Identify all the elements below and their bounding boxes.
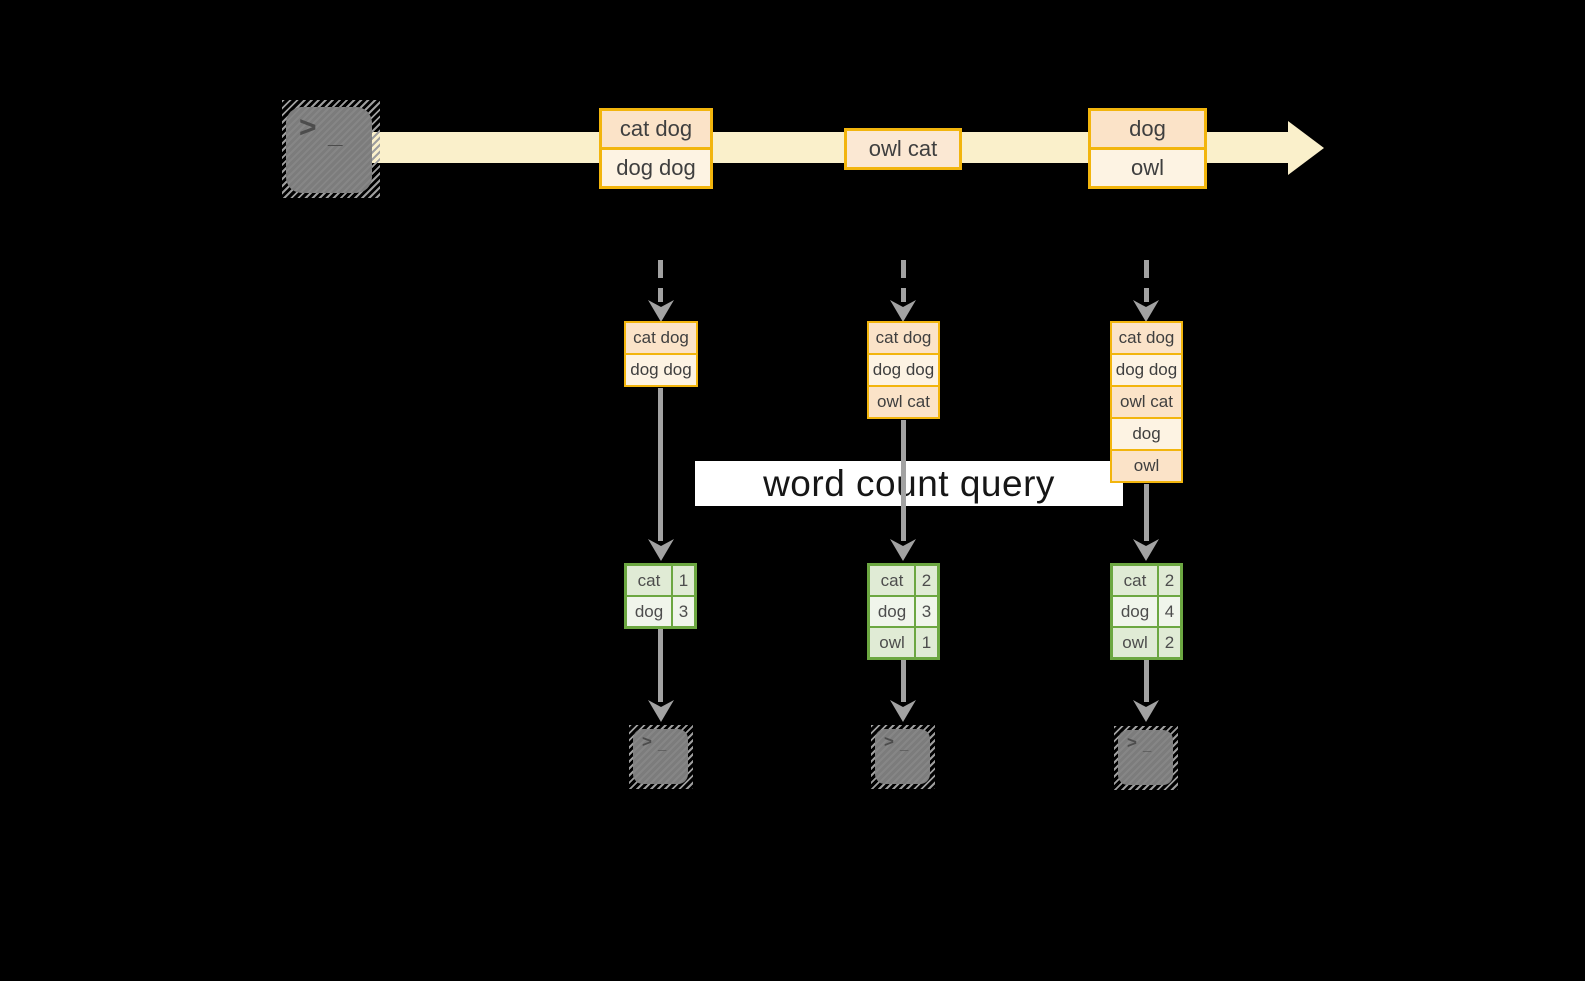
micro-batch-3: cat dog dog dog owl cat dog owl bbox=[1110, 321, 1183, 483]
terminal-screen: > _ bbox=[875, 729, 930, 784]
count-cell: 4 bbox=[1159, 597, 1180, 626]
dashed-arrow-line-3 bbox=[1144, 260, 1149, 302]
record: owl bbox=[1112, 451, 1181, 481]
dashed-arrowhead-1-icon bbox=[648, 300, 674, 322]
terminal-screen: > _ bbox=[633, 729, 688, 784]
terminal-source-icon: > _ bbox=[282, 100, 380, 198]
dashed-arrowhead-3-icon bbox=[1133, 300, 1159, 322]
flow-arrow-line bbox=[901, 659, 906, 702]
word-cell: cat bbox=[1113, 566, 1157, 595]
flow-arrowhead-icon bbox=[648, 539, 674, 561]
prompt-cursor-icon: _ bbox=[900, 736, 909, 753]
terminal-source-screen: > _ bbox=[286, 107, 372, 193]
flow-arrowhead-icon bbox=[1133, 700, 1159, 722]
dashed-arrowhead-2-icon bbox=[890, 300, 916, 322]
prompt-chevron-icon: > bbox=[299, 111, 317, 144]
count-cell: 1 bbox=[673, 566, 694, 595]
prompt-chevron-icon: > bbox=[1127, 733, 1137, 752]
record: cat dog bbox=[626, 323, 696, 353]
record: dog dog bbox=[869, 355, 938, 385]
record: dog dog bbox=[602, 150, 710, 186]
prompt-chevron-icon: > bbox=[642, 732, 652, 751]
record: cat dog bbox=[1112, 323, 1181, 353]
prompt-chevron-icon: > bbox=[884, 732, 894, 751]
word-cell: owl bbox=[870, 628, 914, 657]
record: owl cat bbox=[1112, 387, 1181, 417]
flow-arrowhead-icon bbox=[890, 539, 916, 561]
record: owl cat bbox=[847, 131, 959, 167]
result-table-3: cat 2 dog 4 owl 2 bbox=[1110, 563, 1183, 660]
count-cell: 2 bbox=[1159, 566, 1180, 595]
terminal-sink-3-icon: > _ bbox=[1114, 726, 1178, 790]
stream-batch-2: owl cat bbox=[844, 128, 962, 170]
record: owl bbox=[1091, 150, 1204, 186]
word-cell: cat bbox=[627, 566, 671, 595]
count-cell: 1 bbox=[916, 628, 937, 657]
flow-arrow-line bbox=[1144, 484, 1149, 541]
dashed-arrow-line-2 bbox=[901, 260, 906, 302]
prompt-cursor-icon: _ bbox=[328, 119, 343, 149]
flow-arrowhead-icon bbox=[890, 700, 916, 722]
micro-batch-1: cat dog dog dog bbox=[624, 321, 698, 387]
record: cat dog bbox=[869, 323, 938, 353]
word-cell: cat bbox=[870, 566, 914, 595]
result-table-1: cat 1 dog 3 bbox=[624, 563, 697, 629]
count-cell: 3 bbox=[916, 597, 937, 626]
prompt-cursor-icon: _ bbox=[658, 736, 667, 753]
record: cat dog bbox=[602, 111, 710, 147]
word-cell: dog bbox=[1113, 597, 1157, 626]
stream-batch-1: cat dog dog dog bbox=[599, 108, 713, 189]
terminal-sink-2-icon: > _ bbox=[871, 725, 935, 789]
dashed-arrow-line-1 bbox=[658, 260, 663, 302]
record: owl cat bbox=[869, 387, 938, 417]
flow-arrow-line bbox=[658, 628, 663, 702]
count-cell: 2 bbox=[916, 566, 937, 595]
flow-arrow-line bbox=[901, 420, 906, 541]
word-cell: owl bbox=[1113, 628, 1157, 657]
terminal-screen: > _ bbox=[1118, 730, 1173, 785]
query-label-band: word count query bbox=[695, 461, 1123, 506]
record: dog bbox=[1112, 419, 1181, 449]
record: dog bbox=[1091, 111, 1204, 147]
input-stream-arrowhead-icon bbox=[1288, 121, 1324, 175]
record: dog dog bbox=[626, 355, 696, 385]
count-cell: 3 bbox=[673, 597, 694, 626]
flow-arrow-line bbox=[658, 388, 663, 541]
flow-arrow-line bbox=[1144, 659, 1149, 702]
word-cell: dog bbox=[627, 597, 671, 626]
terminal-sink-1-icon: > _ bbox=[629, 725, 693, 789]
stream-batch-3: dog owl bbox=[1088, 108, 1207, 189]
prompt-cursor-icon: _ bbox=[1143, 737, 1152, 754]
record: dog dog bbox=[1112, 355, 1181, 385]
result-table-2: cat 2 dog 3 owl 1 bbox=[867, 563, 940, 660]
flow-arrowhead-icon bbox=[1133, 539, 1159, 561]
word-cell: dog bbox=[870, 597, 914, 626]
query-label: word count query bbox=[763, 462, 1055, 504]
flow-arrowhead-icon bbox=[648, 700, 674, 722]
count-cell: 2 bbox=[1159, 628, 1180, 657]
micro-batch-2: cat dog dog dog owl cat bbox=[867, 321, 940, 419]
